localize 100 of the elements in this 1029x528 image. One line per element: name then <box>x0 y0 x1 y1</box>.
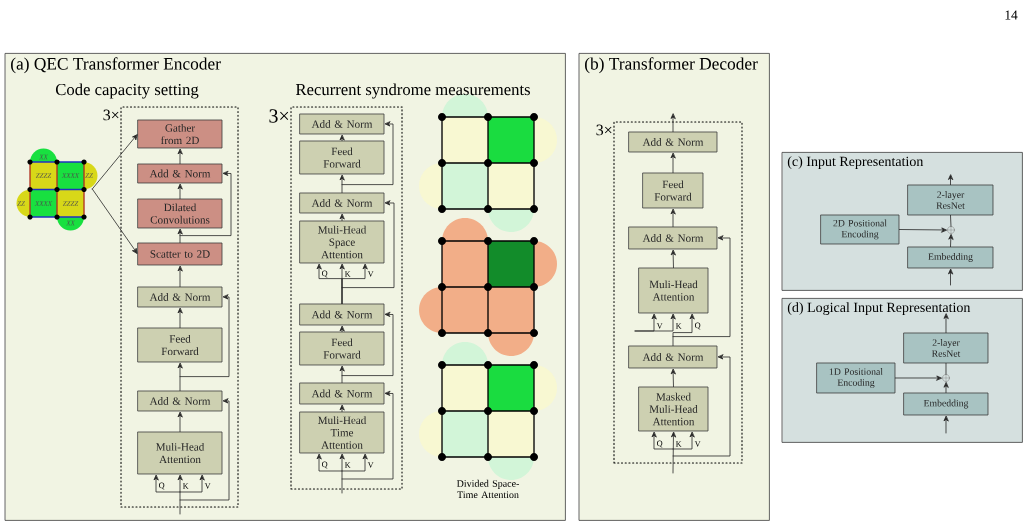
block-box: Muli-Head Space Attention <box>299 220 385 264</box>
edge-label: K <box>182 483 189 489</box>
edge-label: V <box>204 483 211 489</box>
arrow <box>671 431 676 474</box>
arrow <box>341 391 394 480</box>
sum-circle <box>947 226 955 234</box>
arrow <box>943 415 949 434</box>
edge-label: K <box>675 323 682 329</box>
block-box: Add & Norm <box>299 303 385 326</box>
edge-label: K <box>675 441 682 447</box>
arrow <box>948 234 954 247</box>
block-box: 2-layer ResNet <box>907 184 994 216</box>
arrow <box>339 325 345 332</box>
edge-label: V <box>367 462 374 468</box>
block-box: Add & Norm <box>299 382 385 405</box>
edge-label: Q <box>322 270 328 278</box>
block-box: Muli-Head Attention <box>638 267 709 314</box>
block-box: Add & Norm <box>137 390 223 412</box>
arrow <box>177 362 183 391</box>
arrow <box>341 121 394 185</box>
block-box: Add & Norm <box>299 192 385 214</box>
dotted-frame <box>613 121 743 464</box>
block-box: Scatter to 2D <box>137 242 223 266</box>
block-box: Add & Norm <box>628 345 718 369</box>
arrow <box>177 228 183 243</box>
arrow <box>948 174 953 185</box>
arrow <box>943 382 949 393</box>
arrow <box>339 174 345 193</box>
block-box: Muli-Head Attention <box>137 431 223 475</box>
arrow <box>177 265 183 287</box>
block-box: 2D Positional Encoding <box>820 214 900 245</box>
arrow <box>179 294 230 377</box>
arrow <box>341 312 394 376</box>
arrow <box>179 474 205 493</box>
block-box: Gather from 2D <box>137 119 223 149</box>
block-box: Muli-Head Time Attention <box>299 411 385 454</box>
arrow <box>341 453 368 472</box>
edge-label: Q <box>322 461 328 469</box>
repeat-count: 3× <box>103 109 119 121</box>
block-box: 2-layer ResNet <box>903 332 989 364</box>
edge-label: V <box>367 271 374 277</box>
dotted-frame <box>290 106 403 490</box>
arrow <box>153 474 181 493</box>
arrow <box>895 375 942 381</box>
arrow <box>91 188 138 254</box>
arrow <box>341 200 395 288</box>
edge-label: K <box>344 271 351 277</box>
sum-circle <box>942 374 950 382</box>
arrow <box>672 313 695 346</box>
arrow <box>177 183 183 199</box>
arrow <box>341 263 368 304</box>
arrow <box>672 235 731 337</box>
edge-label: Q <box>657 440 663 448</box>
arrow <box>177 411 183 432</box>
edge-label: Q <box>695 322 701 330</box>
arrow <box>943 313 949 333</box>
block-box: Feed Forward <box>299 140 385 175</box>
arrow <box>634 313 676 332</box>
arrow <box>339 365 345 383</box>
block-box: Add & Norm <box>137 286 223 308</box>
edge-label: V <box>694 441 701 447</box>
block-box: Dilated Convolutions <box>137 198 223 229</box>
arrow <box>670 113 676 132</box>
arrow <box>670 249 676 268</box>
edge-label: V <box>656 323 663 329</box>
arrow <box>672 431 695 450</box>
arrow <box>339 213 345 221</box>
edge-label: Q <box>159 482 165 490</box>
arrow <box>179 398 230 501</box>
repeat-count: 3× <box>596 124 612 136</box>
arrow <box>670 368 676 387</box>
block-box: Add & Norm <box>299 113 385 135</box>
connector-line <box>950 215 952 227</box>
block-box: Feed Forward <box>137 327 223 363</box>
repeat-count: 3× <box>269 109 289 123</box>
arrow <box>177 474 183 515</box>
section-heading: Code capacity setting <box>55 83 199 99</box>
arrow <box>339 404 345 412</box>
block-box: Embedding <box>903 392 989 416</box>
page-number: 14 <box>1005 10 1018 20</box>
edge-label: K <box>344 462 351 468</box>
block-box: Add & Norm <box>628 131 718 153</box>
dotted-frame <box>120 106 239 508</box>
arrow <box>670 152 676 173</box>
arrow <box>339 453 345 494</box>
arrow <box>672 354 731 457</box>
block-box: 1D Positional Encoding <box>816 362 896 394</box>
arrow <box>179 171 232 236</box>
block-box: Feed Forward <box>642 172 704 209</box>
connector-line <box>945 363 947 375</box>
arrow <box>339 134 345 141</box>
arrow <box>177 148 183 164</box>
arrow <box>670 208 676 227</box>
block-box: Feed Forward <box>299 331 385 366</box>
block-box: Masked Muli-Head Attention <box>638 386 709 432</box>
block-box: Add & Norm <box>137 163 223 184</box>
arrow <box>91 134 138 190</box>
section-heading: Recurrent syndrome measurements <box>295 83 530 99</box>
caption: Divided Space- Time Attention <box>456 479 519 499</box>
block-box: Embedding <box>907 246 994 269</box>
